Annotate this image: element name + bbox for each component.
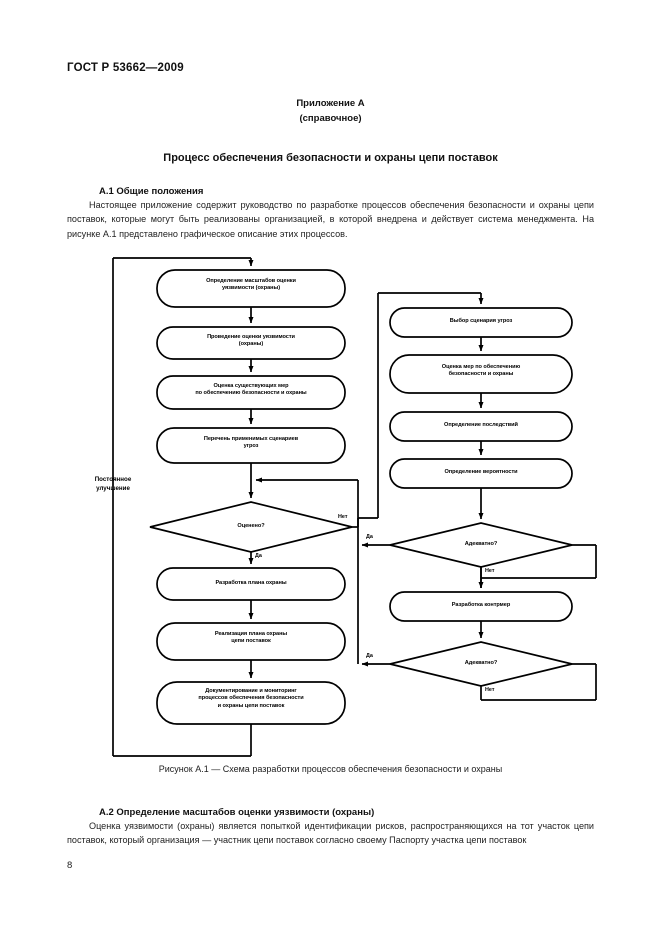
a1-body: Настоящее приложение содержит руководств… xyxy=(67,200,594,239)
flow-box-assess: Оценка мер по обеспечению безопасности и… xyxy=(390,364,572,379)
flow-box-conduct-line1: Проведение оценки уязвимости xyxy=(207,334,295,340)
flow-box-consequence-line1: Определение последствий xyxy=(444,422,518,428)
edge-label-adequate2-yes: Да xyxy=(366,653,373,659)
annex-label: Приложение А xyxy=(296,98,365,109)
flow-box-plan: Разработка плана охраны xyxy=(157,580,345,587)
flow-box-implement-line2: цепи поставок xyxy=(231,638,271,645)
flow-box-probability-line1: Определение вероятности xyxy=(444,469,518,475)
section-a1-heading: А.1 Общие положения xyxy=(99,186,204,197)
flow-box-implement: Реализация плана охраны цепи поставок xyxy=(157,631,345,646)
flow-box-scope: Определение масштабов оценки уязвимости … xyxy=(157,278,345,293)
flow-box-counter: Разработка контрмер xyxy=(390,602,572,609)
page-number: 8 xyxy=(67,860,73,871)
flow-side-label-continual-improvement: Постоянное улучшение xyxy=(75,476,151,493)
edge-label-adequate1-no: Нет xyxy=(485,568,495,574)
flow-box-document: Документирование и мониторинг процессов … xyxy=(153,688,349,710)
flow-box-scenarios: Перечень применимых сценариев угроз xyxy=(157,436,345,451)
flow-box-counter-line1: Разработка контрмер xyxy=(451,602,511,608)
flow-box-select-line1: Выбор сценария угроз xyxy=(449,318,513,324)
figure-caption: Рисунок А.1 — Схема разработки процессов… xyxy=(158,764,503,774)
edge-label-adequate1-yes: Да xyxy=(366,534,373,540)
flow-box-assess-line1: Оценка мер по обеспечению xyxy=(441,364,521,370)
flow-decision-adequate2: Адекватно? xyxy=(464,660,498,666)
flow-box-select: Выбор сценария угроз xyxy=(390,318,572,325)
standard-number: ГОСТ Р 53662—2009 xyxy=(67,62,184,74)
flow-box-document-line2: процессов обеспечения безопасности xyxy=(198,695,304,702)
figure-flowchart: Определение масштабов оценки уязвимости … xyxy=(0,248,661,758)
flow-box-probability: Определение вероятности xyxy=(390,469,572,476)
flow-box-existing-line1: Оценка существующих мер xyxy=(213,383,289,389)
a2-body: Оценка уязвимости (охраны) является попы… xyxy=(67,821,594,846)
section-a2-heading: А.2 Определение масштабов оценки уязвимо… xyxy=(99,807,375,818)
flow-box-scope-line1: Определение масштабов оценки xyxy=(206,278,296,284)
flow-box-document-line1: Документирование и мониторинг xyxy=(205,688,297,694)
edge-label-evaluated-yes: Да xyxy=(255,553,262,559)
flow-box-scenarios-line2: угроз xyxy=(243,443,259,450)
page-title: Процесс обеспечения безопасности и охран… xyxy=(163,152,498,164)
flow-box-plan-line1: Разработка плана охраны xyxy=(215,580,287,586)
flow-box-conduct: Проведение оценки уязвимости (охраны) xyxy=(157,334,345,349)
side-label-line1: Постоянное xyxy=(94,476,132,483)
flow-box-implement-line1: Реализация плана охраны xyxy=(214,631,288,637)
flow-box-scope-line2: уязвимости (охраны) xyxy=(221,285,281,292)
section-a1-text: Настоящее приложение содержит руководств… xyxy=(67,198,594,241)
flow-box-document-line3: и охраны цепи поставок xyxy=(217,702,285,709)
flow-box-consequence: Определение последствий xyxy=(390,422,572,429)
section-a2-text: Оценка уязвимости (охраны) является попы… xyxy=(67,819,594,848)
flow-box-conduct-line2: (охраны) xyxy=(238,341,264,348)
flow-box-existing-line2: по обеспечению безопасности и охраны xyxy=(195,390,307,397)
flow-box-assess-line2: безопасности и охраны xyxy=(448,371,514,378)
flowchart-graphics xyxy=(112,257,597,757)
flow-box-existing: Оценка существующих мер по обеспечению б… xyxy=(153,383,349,398)
flow-decision-evaluated: Оценено? xyxy=(237,523,265,529)
annex-note: (справочное) xyxy=(299,113,362,124)
edge-label-evaluated-no: Нет xyxy=(338,514,348,520)
side-label-line2: улучшение xyxy=(96,484,130,492)
flow-box-scenarios-line1: Перечень применимых сценариев xyxy=(203,436,299,442)
flow-decision-adequate1: Адекватно? xyxy=(464,541,498,547)
edge-label-adequate2-no: Нет xyxy=(485,687,495,693)
